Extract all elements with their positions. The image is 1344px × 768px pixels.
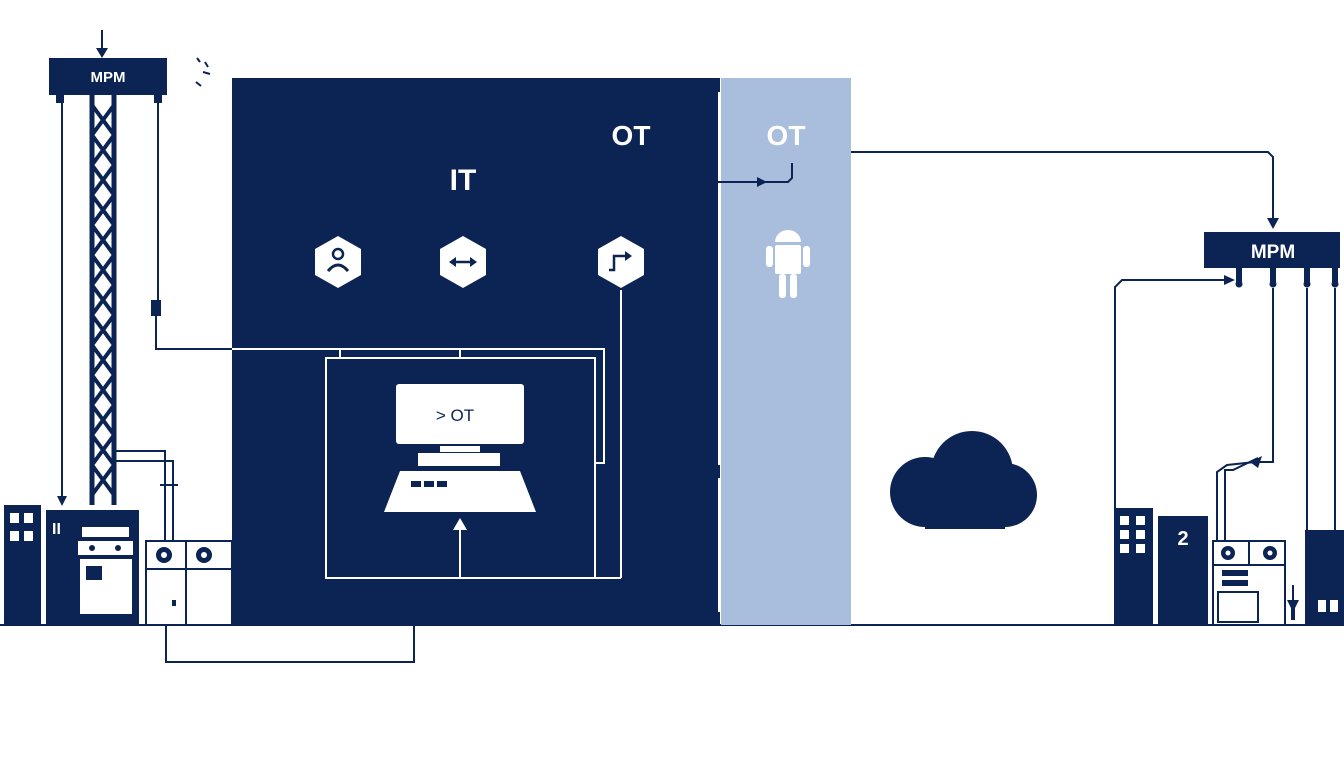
computer-icon: > OT	[384, 384, 536, 512]
right-site: MPM 2	[851, 151, 1344, 626]
right-mpm-badge	[1204, 232, 1340, 268]
it-panel-background	[232, 78, 718, 625]
signal-icon	[195, 57, 211, 87]
ot-panel-background	[721, 78, 851, 625]
lattice-tower	[89, 95, 117, 505]
bidirectional-arrow-icon	[440, 236, 486, 288]
left-mpm-label: MPM	[91, 69, 126, 86]
left-building-label: II	[52, 521, 61, 538]
left-building	[4, 505, 41, 625]
ot-label: OT	[767, 120, 806, 151]
android-robot-icon	[766, 230, 810, 298]
it-ot-label: OT	[612, 120, 651, 151]
ot-panel: OT	[718, 78, 851, 625]
right-building-2	[1158, 516, 1208, 625]
right-building-number: 2	[1177, 528, 1188, 550]
arrow-down-icon	[96, 48, 108, 58]
tool-icon	[1287, 600, 1299, 620]
left-mpm-badge	[49, 58, 167, 95]
it-panel: IT OT > OT	[232, 78, 718, 625]
route-arrow-icon	[598, 236, 644, 288]
left-tower-site: MPM I	[4, 30, 415, 663]
it-label: IT	[450, 164, 477, 197]
user-icon	[315, 236, 361, 288]
computer-screen-text: > OT	[436, 406, 474, 425]
right-mpm-label: MPM	[1251, 242, 1295, 263]
arrow-up-icon	[453, 518, 467, 530]
right-building-1	[1114, 508, 1153, 625]
cloud-icon	[890, 431, 1037, 529]
